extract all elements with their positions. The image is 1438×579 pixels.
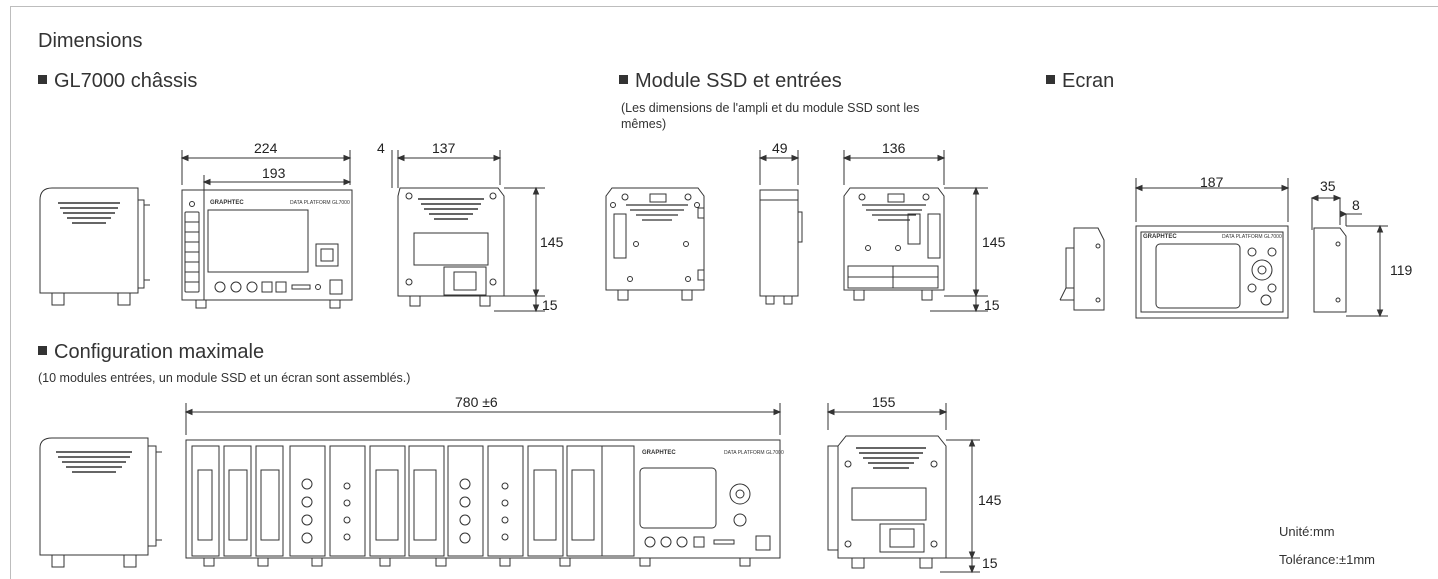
chassis-model-label: DATA PLATFORM GL7000 [290,200,350,206]
module-side-view [758,150,803,305]
module-front-view [842,150,988,313]
chassis-rear-view [391,150,545,313]
terminal-block-icon [185,221,199,283]
bullet-square-icon [38,346,47,355]
dim-chassis-height: 145 [540,234,564,250]
maxconf-brand-label: GRAPHTEC [642,450,676,456]
unit-label: Unité:mm [1279,524,1335,539]
chassis-brand-label: GRAPHTEC [210,200,244,206]
heading-maxconf: Configuration maximale [38,341,264,364]
dim-module-depth: 136 [882,140,906,156]
dim-screen-width: 187 [1200,174,1224,190]
bullet-square-icon [38,75,47,84]
dim-screen-height: 119 [1390,262,1413,278]
maxconf-rear-view [826,403,980,574]
dim-chassis-width: 224 [254,140,278,156]
dim-module-width: 49 [772,140,788,156]
maxconf-front-view [184,403,782,567]
dim-screen-depth: 35 [1320,178,1336,194]
chassis-side-view [39,187,150,306]
module-note: (Les dimensions de l'ampli et du module … [621,101,920,131]
bullet-square-icon [1046,75,1055,84]
maxconf-model-label: DATA PLATFORM GL7000 [724,450,784,456]
dim-max-height: 145 [978,492,1002,508]
screen-model-label: DATA PLATFORM GL7000 [1222,234,1282,240]
module-rear-view [605,187,705,301]
dim-module-height: 145 [982,234,1006,250]
screen-side-left-view [1059,227,1105,311]
maxconf-note: (10 modules entrées, un module SSD et un… [38,371,411,385]
content-frame [10,6,1438,579]
input-module-row [191,445,635,557]
dim-chassis-foot: 15 [542,297,558,313]
dim-chassis-gap: 4 [377,140,385,156]
screen-front-view [1134,178,1290,319]
bullet-square-icon [619,75,628,84]
maxconf-side-view [39,437,162,568]
chassis-front-view [180,150,353,309]
page-title: Dimensions [38,30,143,52]
dim-chassis-depth: 137 [432,140,456,156]
dim-max-depth: 155 [872,394,896,410]
dim-screen-bezel: 8 [1352,197,1360,213]
dim-chassis-inner: 193 [262,165,286,181]
dim-max-width: 780 ±6 [455,394,498,410]
heading-chassis: GL7000 châssis [38,70,197,93]
screen-brand-label: GRAPHTEC [1143,234,1177,240]
dim-max-foot: 15 [982,555,998,571]
heading-screen: Ecran [1046,70,1114,93]
screen-side-right-view [1310,194,1388,318]
dim-module-foot: 15 [984,297,1000,313]
tolerance-label: Tolérance:±1mm [1279,552,1376,567]
heading-module: Module SSD et entrées [619,70,842,93]
